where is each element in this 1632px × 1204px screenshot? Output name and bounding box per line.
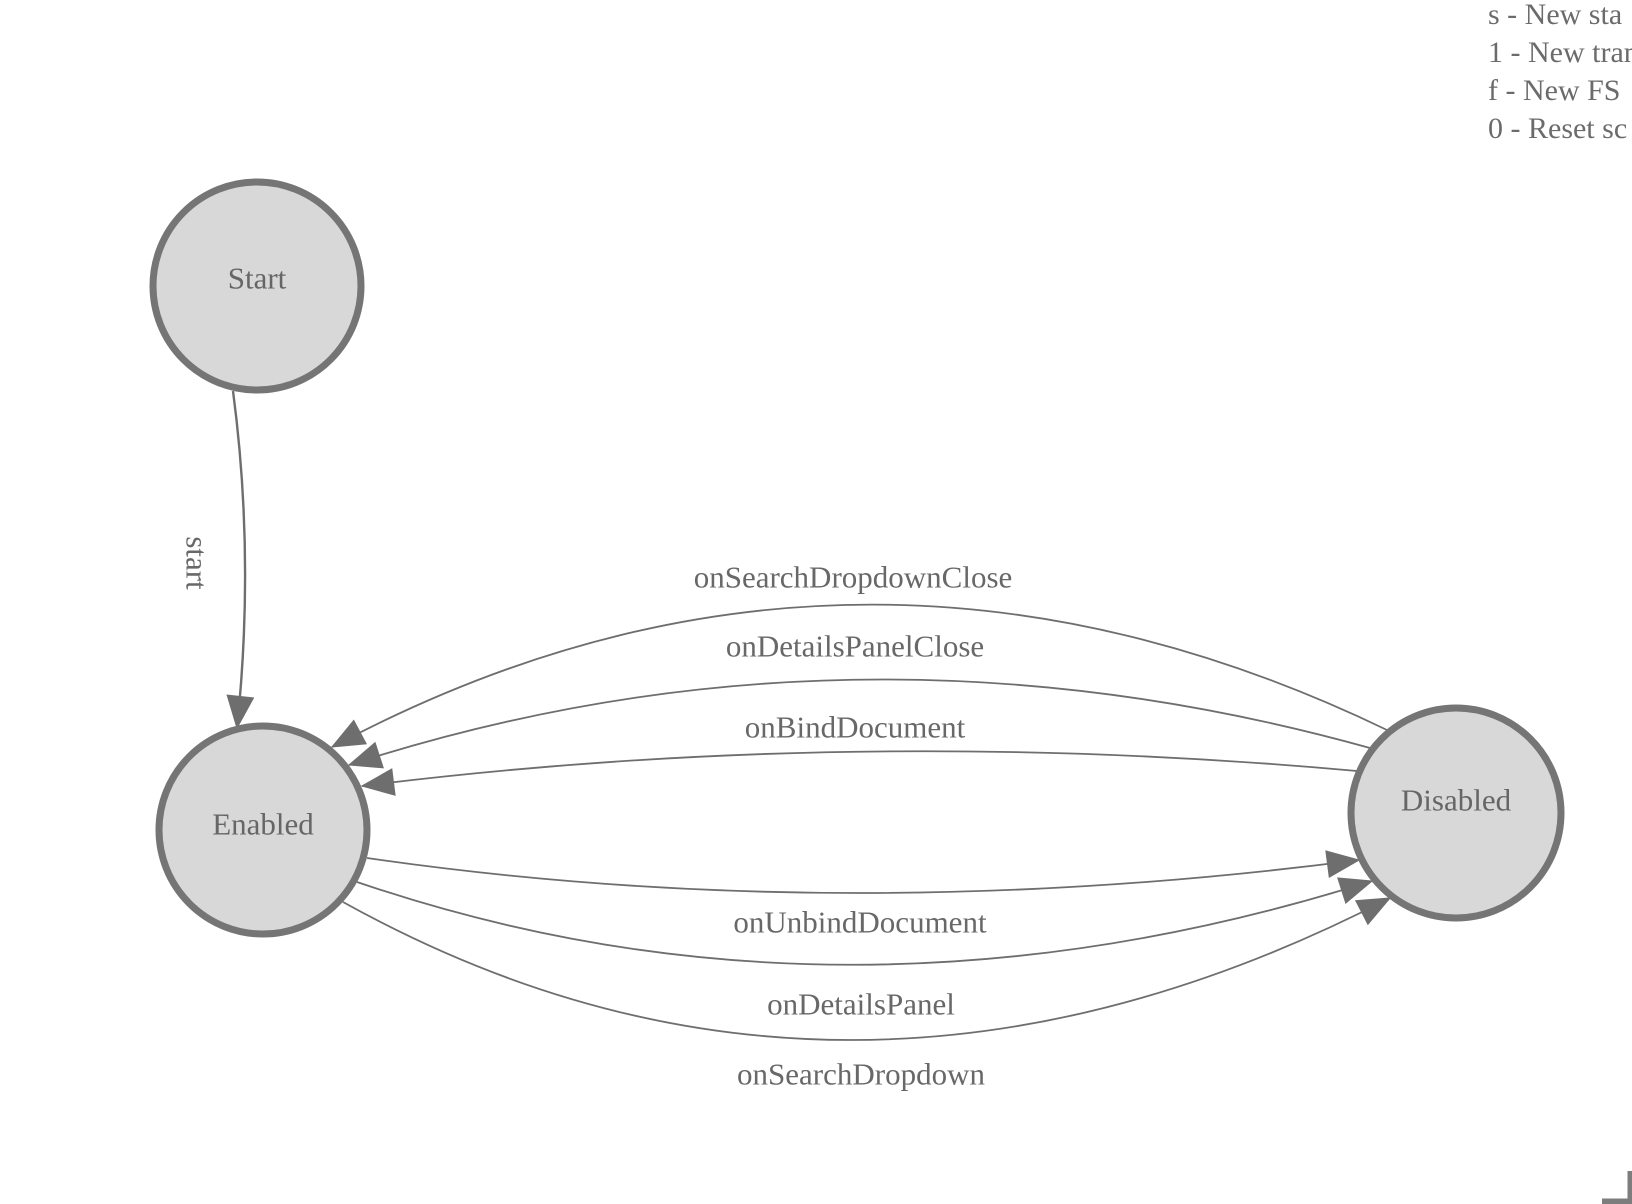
frame-corner-mark [1602,1171,1632,1204]
shortcuts-legend: s - New sta 1 - New tran f - New FS 0 - … [1488,0,1632,148]
edge-onDetailsPanel[interactable] [356,877,1374,966]
edge-label-onSearchDropdownClose: onSearchDropdownClose [694,560,1013,595]
state-label-start: Start [228,261,287,296]
edge-start-to-enabled[interactable] [226,390,255,730]
state-label-disabled: Disabled [1401,783,1512,818]
state-node-start[interactable] [149,178,365,394]
edge-onSearchDropdownClose[interactable] [330,603,1388,748]
edge-onUnbindDocument[interactable] [366,850,1361,894]
edge-label-onDetailsPanelClose: onDetailsPanelClose [726,629,984,664]
shortcut-reset: 0 - Reset sc [1488,112,1628,145]
edge-label-onUnbindDocument: onUnbindDocument [733,905,987,940]
edge-onSearchDropdown[interactable] [342,897,1392,1041]
state-label-enabled: Enabled [212,807,314,842]
edge-label-onBindDocument: onBindDocument [745,710,966,745]
state-node-disabled[interactable] [1347,704,1565,922]
shortcut-new-transition: 1 - New tran [1488,36,1632,69]
edge-label-onSearchDropdown: onSearchDropdown [737,1057,985,1092]
edge-label-start: start [180,536,215,590]
edge-onBindDocument[interactable] [360,750,1358,796]
edge-label-onDetailsPanel: onDetailsPanel [767,987,955,1022]
edge-onDetailsPanelClose[interactable] [347,678,1371,769]
state-node-enabled[interactable] [155,722,371,938]
shortcut-new-state: s - New sta [1488,0,1623,31]
shortcut-new-fsm: f - New FS [1488,74,1621,107]
